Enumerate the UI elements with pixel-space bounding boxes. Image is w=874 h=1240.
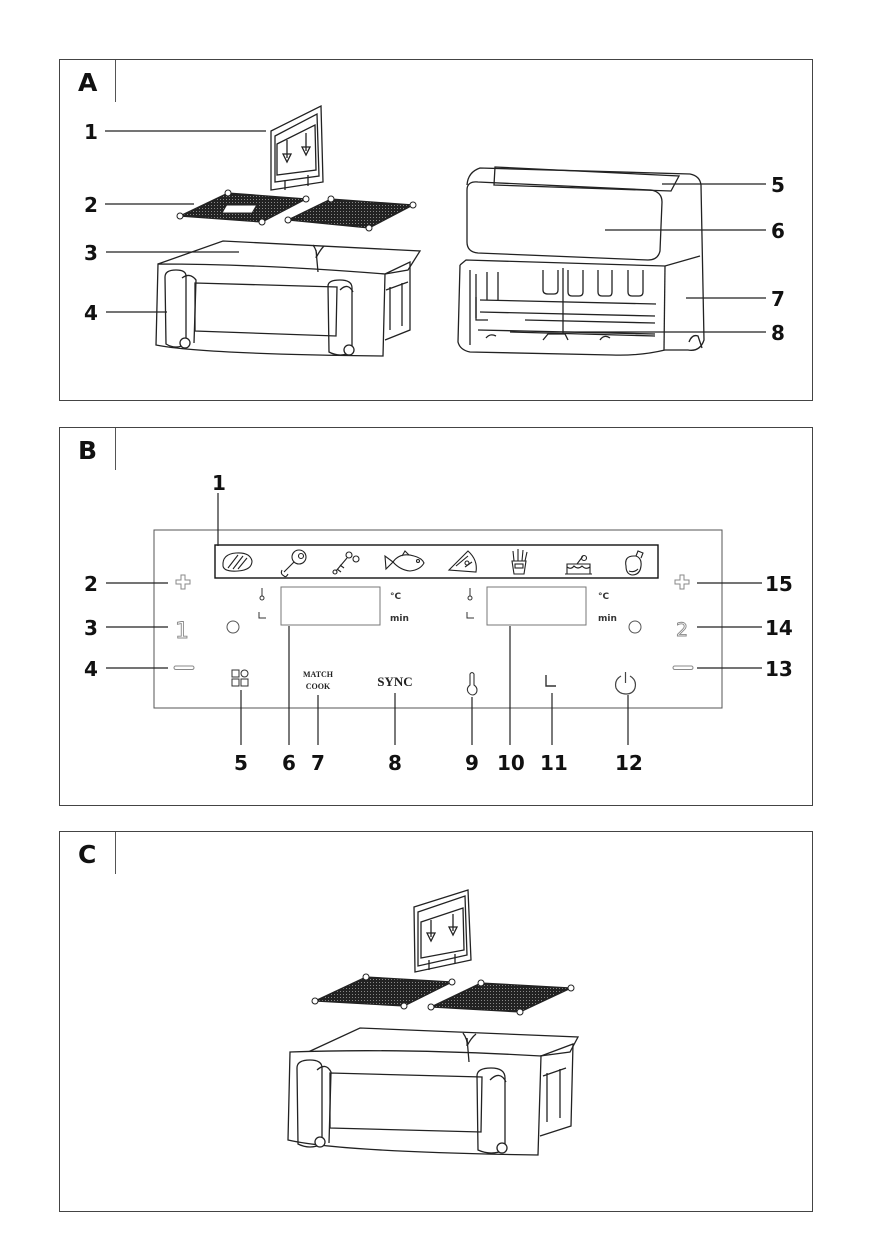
callout-a-7: 7 bbox=[771, 287, 785, 311]
callout-b-5: 5 bbox=[234, 751, 248, 775]
callout-b-4: 4 bbox=[84, 657, 98, 681]
zone-2-temp-unit: °C bbox=[598, 592, 610, 602]
preset-icon-strip bbox=[214, 544, 659, 579]
figure-b-callouts: 1 2 3 4 5 6 7 8 9 10 11 12 13 14 15 bbox=[84, 471, 793, 775]
temperature-button[interactable] bbox=[466, 671, 478, 696]
callout-b-14: 14 bbox=[765, 616, 793, 640]
match-cook-label-line2[interactable]: COOK bbox=[306, 682, 331, 691]
zone-2-display bbox=[486, 586, 587, 626]
callout-b-12: 12 bbox=[615, 751, 643, 775]
zone-1-display bbox=[280, 586, 381, 626]
callout-b-13: 13 bbox=[765, 657, 793, 681]
callout-b-10: 10 bbox=[497, 751, 525, 775]
zone-1-select-button[interactable]: 1 bbox=[175, 619, 190, 645]
vegetable-icon bbox=[625, 550, 644, 576]
zone-1-temp-unit: °C bbox=[390, 592, 402, 602]
cake-icon bbox=[565, 554, 592, 575]
zone-2-plus-button[interactable] bbox=[674, 574, 690, 590]
callout-b-1: 1 bbox=[212, 471, 226, 495]
callout-a-6: 6 bbox=[771, 219, 785, 243]
zone-2-time-indicator-icon bbox=[466, 612, 474, 619]
match-cook-label-line1[interactable]: MATCH bbox=[303, 670, 334, 679]
drumstick-icon bbox=[280, 549, 307, 578]
zone-1-minus-button[interactable] bbox=[173, 665, 195, 670]
control-panel-diagram: 1 °C min MATCH COOK SYNC °C bbox=[153, 529, 723, 709]
zone-1-indicator bbox=[226, 620, 240, 634]
callout-a-8: 8 bbox=[771, 321, 785, 345]
divider-illustration bbox=[270, 104, 324, 191]
callout-b-2: 2 bbox=[84, 572, 98, 596]
figure-a-letter-divider bbox=[115, 60, 117, 102]
callout-b-11: 11 bbox=[540, 751, 568, 775]
zone-1-temp-indicator-icon bbox=[259, 588, 265, 601]
callout-b-6: 6 bbox=[282, 751, 296, 775]
zone-1-time-indicator-icon bbox=[258, 612, 266, 619]
callout-a-1: 1 bbox=[84, 120, 98, 144]
steak-icon bbox=[222, 552, 253, 572]
figure-b-panel: B bbox=[59, 427, 813, 806]
pizza-icon bbox=[447, 550, 477, 573]
sync-button[interactable]: SYNC bbox=[377, 674, 412, 689]
zone-2-indicator bbox=[628, 620, 642, 634]
time-button[interactable] bbox=[545, 675, 556, 687]
callout-b-3: 3 bbox=[84, 616, 98, 640]
basket-illustration bbox=[155, 240, 422, 357]
callout-a-3: 3 bbox=[84, 241, 98, 265]
callout-a-4: 4 bbox=[84, 301, 98, 325]
figure-b-letter: B bbox=[78, 436, 98, 465]
preset-menu-button[interactable] bbox=[231, 669, 249, 687]
zone-1-plus-button[interactable] bbox=[175, 574, 191, 590]
callout-b-7: 7 bbox=[311, 751, 325, 775]
shrimp-icon bbox=[332, 551, 360, 575]
zone-2-minus-button[interactable] bbox=[672, 665, 694, 670]
figure-b-letter-divider bbox=[115, 428, 117, 470]
figure-c-letter: C bbox=[78, 840, 97, 869]
crisper-plates-illustration bbox=[176, 189, 417, 232]
callout-a-5: 5 bbox=[771, 173, 785, 197]
figure-a-callouts: 1 2 3 4 5 6 7 8 bbox=[84, 120, 785, 345]
callout-b-9: 9 bbox=[465, 751, 479, 775]
power-button[interactable] bbox=[614, 672, 637, 695]
zone-2-time-unit: min bbox=[598, 614, 617, 624]
air-fryer-illustration bbox=[457, 166, 705, 356]
callout-a-2: 2 bbox=[84, 193, 98, 217]
assembly-basket-illustration bbox=[287, 1027, 580, 1156]
figure-c-letter-divider bbox=[115, 832, 117, 874]
assembly-divider-illustration bbox=[413, 889, 472, 973]
zone-2-temp-indicator-icon bbox=[467, 588, 473, 601]
callout-b-15: 15 bbox=[765, 572, 793, 596]
assembly-crisper-plates-illustration bbox=[311, 973, 575, 1016]
zone-2-select-button[interactable]: 2 bbox=[676, 619, 689, 642]
figure-a-letter: A bbox=[78, 68, 98, 97]
fish-icon bbox=[384, 550, 425, 572]
zone-1-time-unit: min bbox=[390, 614, 409, 624]
callout-b-8: 8 bbox=[388, 751, 402, 775]
fries-icon bbox=[511, 549, 528, 575]
